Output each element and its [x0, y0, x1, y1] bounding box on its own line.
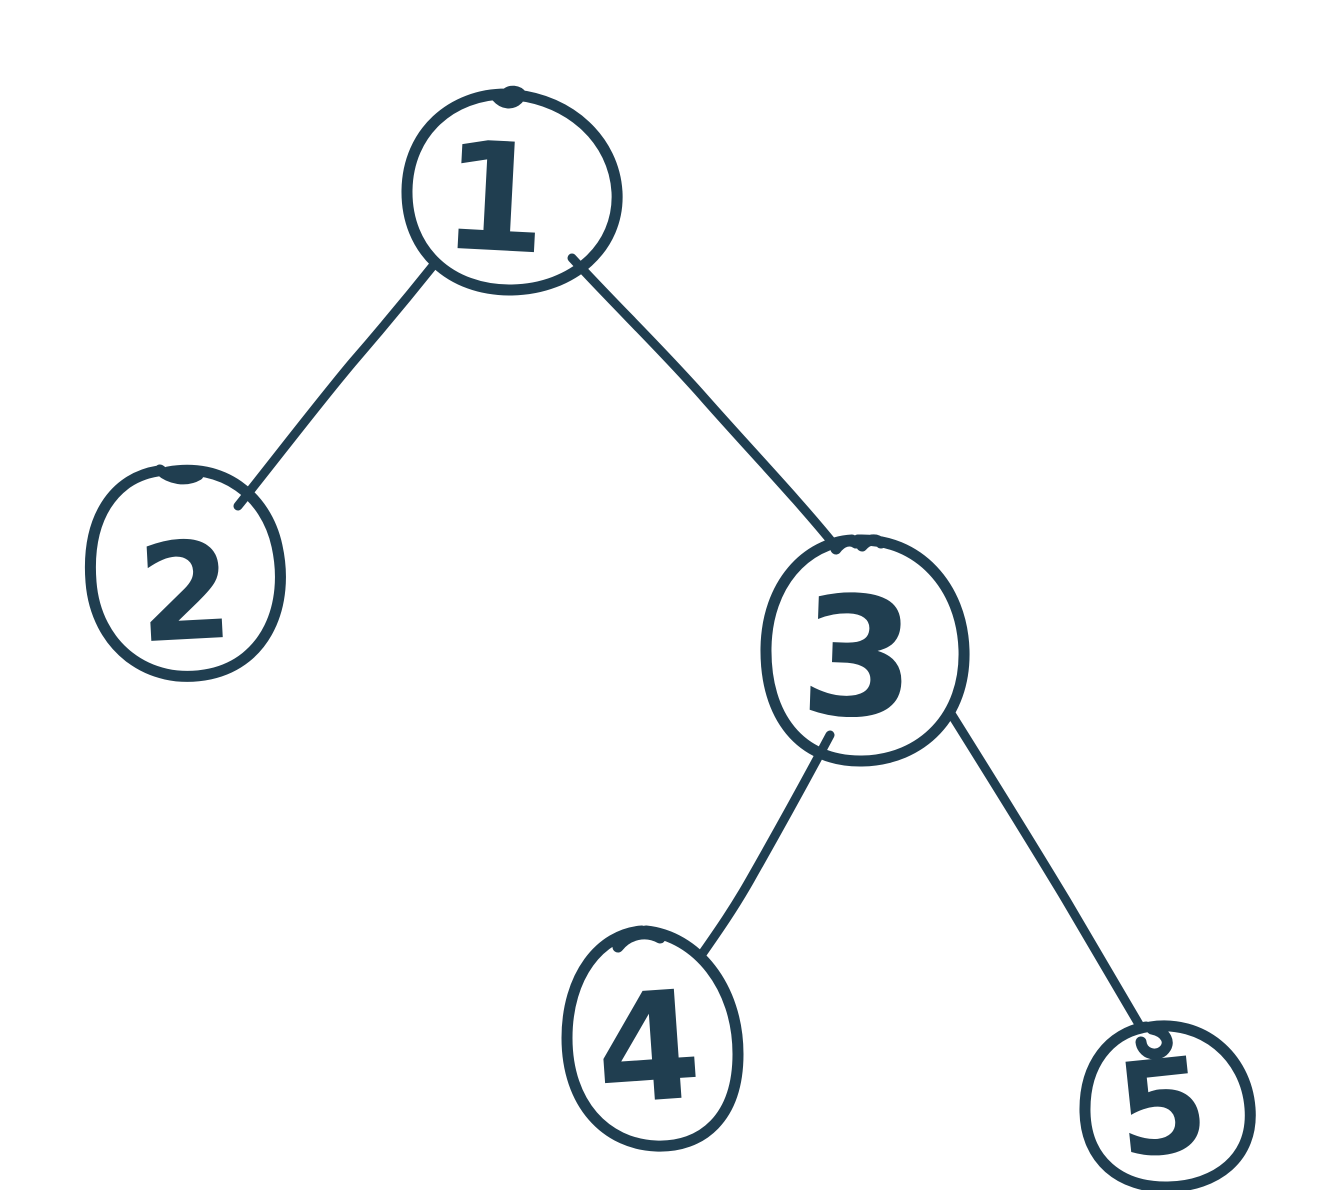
node-3-circle [760, 534, 970, 767]
node-3-label: 3 [797, 560, 918, 756]
tree-node-2[interactable]: 2 [84, 464, 286, 682]
tree-node-5[interactable]: 5 [1079, 1020, 1256, 1190]
tree-node-1[interactable]: 1 [401, 85, 623, 296]
tree-node-4[interactable]: 4 [561, 925, 744, 1152]
tree-edges [233, 253, 1145, 1031]
node-4-label: 4 [590, 959, 706, 1140]
tree-node-3[interactable]: 3 [760, 534, 970, 767]
node-2-circle [84, 464, 286, 682]
node-5-label: 5 [1109, 1028, 1215, 1189]
node-1-label: 1 [438, 109, 551, 288]
node-2-label: 2 [134, 512, 236, 674]
edge-1-3[interactable] [567, 253, 841, 552]
edge-3-5[interactable] [945, 707, 1145, 1031]
node-4-circle [561, 925, 744, 1152]
node-5-circle [1079, 1020, 1256, 1190]
edge-1-2[interactable] [233, 257, 441, 511]
edge-3-4[interactable] [695, 730, 835, 962]
node-1-circle [401, 85, 623, 296]
